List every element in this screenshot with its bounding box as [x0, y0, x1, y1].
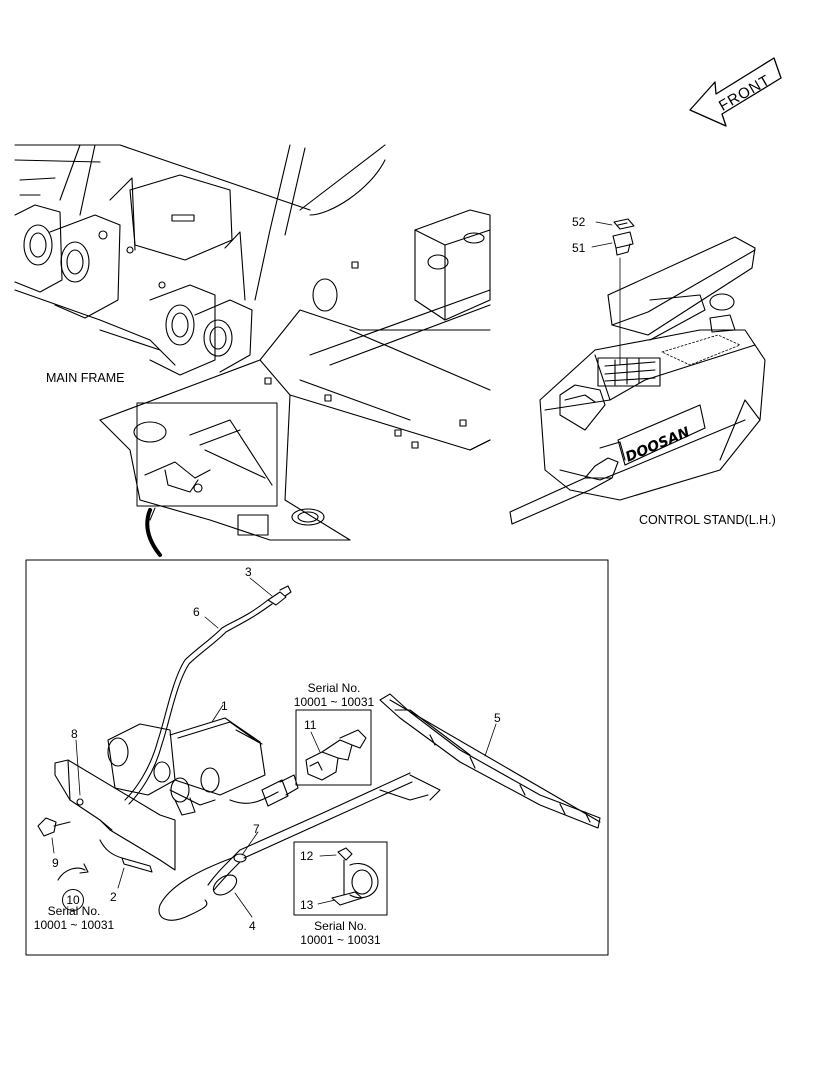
part-number-11: 11 [304, 718, 317, 732]
serial-note-title: Serial No. [314, 919, 367, 933]
serial-note-range: 10001 ~ 10031 [300, 933, 381, 947]
part-number-13: 13 [300, 898, 314, 912]
part-number-8: 8 [71, 727, 78, 741]
control-stand-caption: CONTROL STAND(L.H.) [639, 513, 776, 527]
serial-note-top: Serial No. 10001 ~ 10031 [290, 681, 378, 709]
part-number-6: 6 [193, 605, 200, 619]
part-number-9: 9 [52, 856, 59, 870]
part-number-2: 2 [110, 890, 117, 904]
front-arrow-icon [689, 57, 782, 127]
serial-note-title: Serial No. [307, 681, 361, 695]
main-frame-drawing [14, 144, 491, 557]
part-number-10: 10 [62, 889, 84, 911]
part-number-52: 52 [572, 215, 586, 229]
part-number-7: 7 [253, 822, 260, 836]
part-number-12: 12 [300, 849, 314, 863]
serial-note-bottom: Serial No. 10001 ~ 10031 [294, 919, 387, 947]
detail-box-drawing [25, 559, 609, 956]
part-number-5: 5 [494, 711, 501, 725]
serial-note-left: Serial No. 10001 ~ 10031 [30, 904, 118, 932]
part-number-51: 51 [572, 241, 586, 255]
serial-note-range: 10001 ~ 10031 [293, 695, 375, 709]
serial-note-range: 10001 ~ 10031 [33, 918, 115, 932]
main-frame-caption: MAIN FRAME [46, 371, 125, 385]
serial-note-title: Serial No. [47, 904, 101, 918]
part-number-4: 4 [249, 919, 256, 933]
part-number-3: 3 [245, 565, 252, 579]
control-stand-drawing [509, 218, 766, 525]
part-number-1: 1 [221, 699, 228, 713]
brand-logo: DOOSAN [623, 424, 692, 465]
